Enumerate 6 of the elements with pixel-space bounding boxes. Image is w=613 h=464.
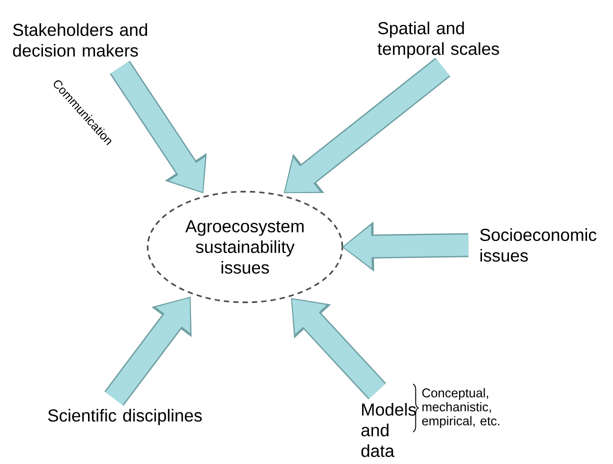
node-label: Models and data xyxy=(361,402,416,458)
node-label: Stakeholders and decision makers xyxy=(13,23,148,57)
note-text: Conceptual, mechanistic, empirical, etc. xyxy=(422,388,500,428)
node-label: Socioeconomic issues xyxy=(480,228,596,262)
node-label: Scientific disciplines xyxy=(48,408,202,426)
node-label: Spatial and temporal scales xyxy=(378,22,500,58)
